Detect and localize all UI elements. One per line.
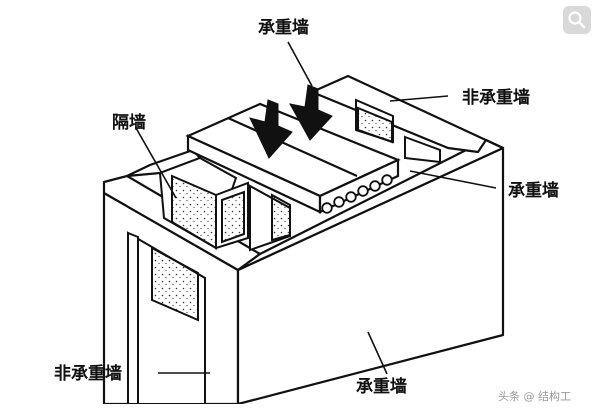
leader-right-load bbox=[409, 170, 497, 189]
label-right-load-bearing: 承重墙 bbox=[508, 180, 559, 201]
leader-partition bbox=[135, 127, 177, 199]
leader-lines bbox=[135, 41, 497, 375]
load-arrow-icon bbox=[249, 84, 333, 159]
floor-slab bbox=[185, 102, 401, 214]
back-right-wall bbox=[310, 74, 505, 154]
watermark: 头条 @ 结构工 bbox=[498, 389, 571, 403]
slab-holes bbox=[321, 174, 393, 214]
magnifier-icon[interactable] bbox=[563, 6, 591, 34]
label-top-load-bearing: 承重墙 bbox=[258, 17, 309, 38]
leader-top bbox=[287, 41, 313, 87]
label-left-non-load-bearing: 非承重墙 bbox=[54, 363, 122, 384]
leader-bottom bbox=[367, 331, 388, 375]
label-partition: 隔墙 bbox=[112, 112, 146, 133]
interior-walls bbox=[158, 98, 441, 252]
label-right-non-load-bearing: 非承重墙 bbox=[462, 87, 530, 108]
label-bottom-load-bearing: 承重墙 bbox=[356, 376, 407, 397]
leader-right-non bbox=[389, 95, 449, 102]
